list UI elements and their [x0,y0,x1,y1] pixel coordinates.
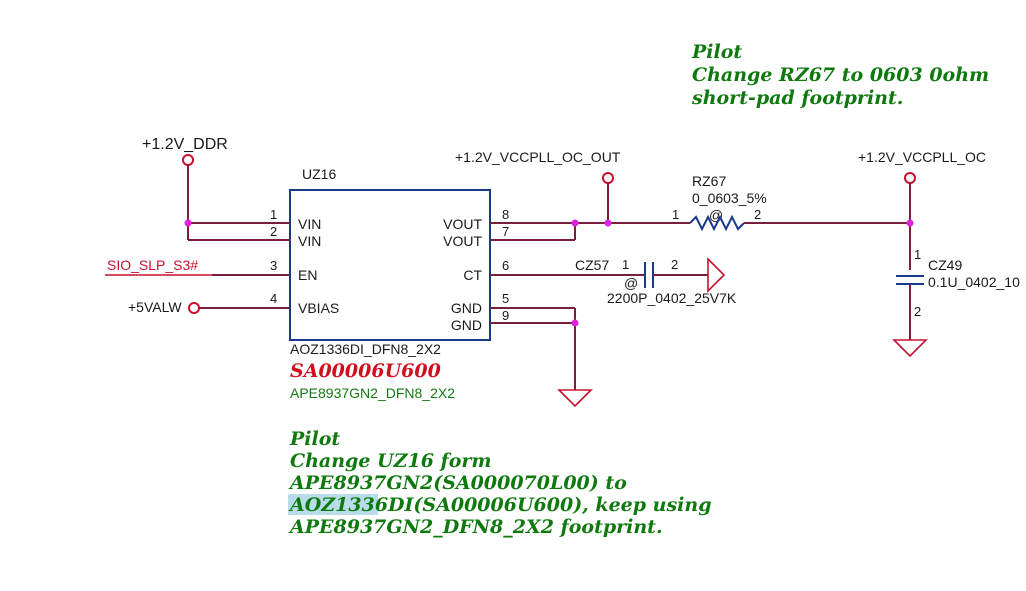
ic-alt-footprint: APE8937GN2_DFN8_2X2 [290,385,455,401]
cap-ct-refdes: CZ57 [575,257,609,273]
bottom-note-line-4: AOZ1336DI(SA00006U600), keep using [288,494,711,516]
ic-pin-name-vout-8: VOUT [443,216,482,232]
ic-pin-name-en: EN [298,267,317,283]
ic-pin-name-ct: CT [463,267,482,283]
bottom-note-highlight: AOZ1336 [288,494,388,516]
text-highlight [288,494,378,515]
ic-footprint-label: AOZ1336DI_DFN8_2X2 [290,341,441,357]
ic-pin-num-1: 1 [270,207,277,222]
ic-pin-name-vin-2: VIN [298,233,321,249]
ic-pin-num-9: 9 [502,308,509,323]
ic-pin-num-4: 4 [270,291,277,306]
ic-pin-num-7: 7 [502,224,509,239]
cap-out-pin1: 1 [914,247,921,262]
power-port-vccpll-oc-out [602,172,614,184]
ic-pin-num-5: 5 [502,291,509,306]
ic-pin-name-vout-7: VOUT [443,233,482,249]
net-valw-label: +5VALW [128,299,182,315]
cap-ct-pin1: 1 [622,257,629,272]
net-vccpll-oc-label: +1.2V_VCCPLL_OC [858,149,986,165]
bottom-note-line-2: Change UZ16 form [290,450,492,472]
ic-pin-num-8: 8 [502,207,509,222]
cap-ct-value: 2200P_0402_25V7K [607,290,737,306]
cap-ct-pin2: 2 [671,257,678,272]
resistor-value: 0_0603_5% [692,190,767,206]
ic-pin-name-vin-1: VIN [298,216,321,232]
bottom-note-line-3: APE8937GN2(SA000070L00) to [288,472,627,494]
ground-icon-right [892,339,928,358]
ic-uz16-body [289,189,491,341]
cap-out-refdes: CZ49 [928,257,962,273]
ic-refdes: UZ16 [302,166,336,182]
junction-gnd [571,319,579,327]
resistor-pin2: 2 [754,207,761,222]
ic-pin-name-vbias: VBIAS [298,300,339,316]
net-sio-slp-label: SIO_SLP_S3# [107,257,198,273]
resistor-rz67 [689,214,745,232]
ground-icon-ct [707,257,726,293]
top-note-line-2: Change RZ67 to 0603 0ohm [692,64,989,86]
resistor-pin1: 1 [672,207,679,222]
cap-out-pin2: 2 [914,304,921,319]
ic-pin-name-gnd-5: GND [451,300,482,316]
junction-vccpll-oc [906,219,914,227]
net-vccpll-oc-out-label: +1.2V_VCCPLL_OC_OUT [455,149,621,165]
ic-part-number: SA00006U600 [290,360,441,382]
junction-ddr [184,219,192,227]
junction-vout [571,219,579,227]
ic-pin-num-2: 2 [270,224,277,239]
bottom-note-line-4-rest: DI(SA00006U600), keep using [387,494,711,516]
ic-pin-name-gnd-9: GND [451,317,482,333]
cap-out-value: 0.1U_0402_10 [928,274,1020,290]
power-port-valw [188,302,200,314]
resistor-refdes: RZ67 [692,173,726,189]
bottom-note-line-1: Pilot [289,428,340,450]
power-port-ddr [182,154,194,166]
ground-icon-ic [557,389,593,408]
top-note-line-1: Pilot [691,41,742,63]
ic-pin-num-6: 6 [502,258,509,273]
bottom-note-line-5: APE8937GN2_DFN8_2X2 footprint. [288,516,663,538]
cap-ct-at-marker: @ [624,275,638,291]
power-port-vccpll-oc [904,172,916,184]
ic-pin-num-3: 3 [270,258,277,273]
net-ddr-label: +1.2V_DDR [142,136,228,153]
top-note-line-3: short-pad footprint. [691,87,903,109]
junction-vccpll-oc-out [604,219,612,227]
